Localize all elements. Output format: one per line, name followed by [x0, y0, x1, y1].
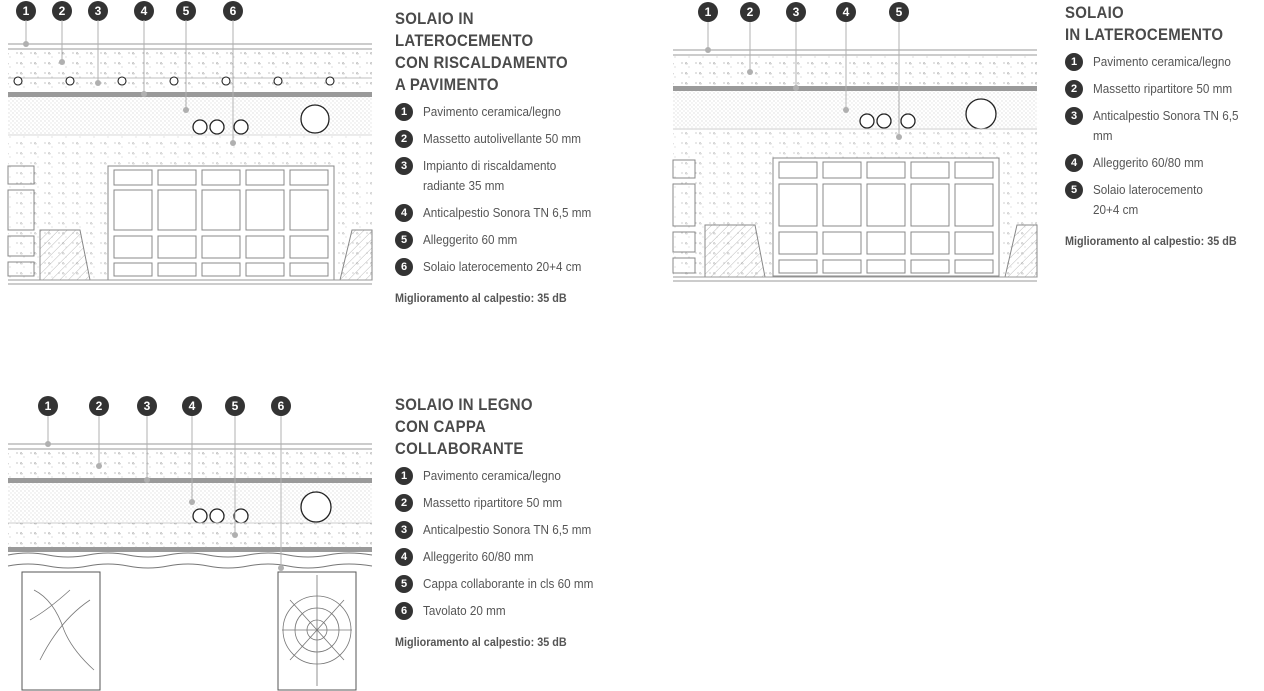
- callout-2: 2: [52, 1, 72, 21]
- callout-4: 4: [836, 2, 856, 22]
- panel-title: SOLAIO IN LATEROCEMENTO: [1065, 3, 1224, 44]
- callout-2: 2: [740, 2, 760, 22]
- panel-title: SOLAIO IN LATEROCEMENTO CON RISCALDAMENT…: [395, 9, 568, 94]
- callout-6: 6: [271, 396, 291, 416]
- callout-5: 5: [225, 396, 245, 416]
- callout-3: 3: [137, 396, 157, 416]
- callout-6: 6: [223, 1, 243, 21]
- callout-2: 2: [89, 396, 109, 416]
- section-drawing-2: [672, 22, 1038, 282]
- callout-1: 1: [16, 1, 36, 21]
- legend-panel-1: SOLAIO IN LATEROCEMENTO CON RISCALDAMENT…: [395, 8, 635, 305]
- callout-3: 3: [88, 1, 108, 21]
- panel-title: SOLAIO IN LEGNO CON CAPPA COLLABORANTE: [395, 395, 533, 458]
- callout-5: 5: [176, 1, 196, 21]
- callout-4: 4: [134, 1, 154, 21]
- callout-5: 5: [889, 2, 909, 22]
- callout-1: 1: [38, 396, 58, 416]
- callout-3: 3: [786, 2, 806, 22]
- legend-panel-3: SOLAIO IN LEGNO CON CAPPA COLLABORANTE 1…: [395, 394, 645, 649]
- acoustic-note: Miglioramento al calpestio: 35 dB: [395, 635, 567, 649]
- callout-1: 1: [698, 2, 718, 22]
- callout-4: 4: [182, 396, 202, 416]
- acoustic-note: Miglioramento al calpestio: 35 dB: [395, 291, 567, 305]
- section-drawing-1: [7, 20, 373, 285]
- section-drawing-3: [7, 416, 373, 691]
- acoustic-note: Miglioramento al calpestio: 35 dB: [1065, 234, 1237, 248]
